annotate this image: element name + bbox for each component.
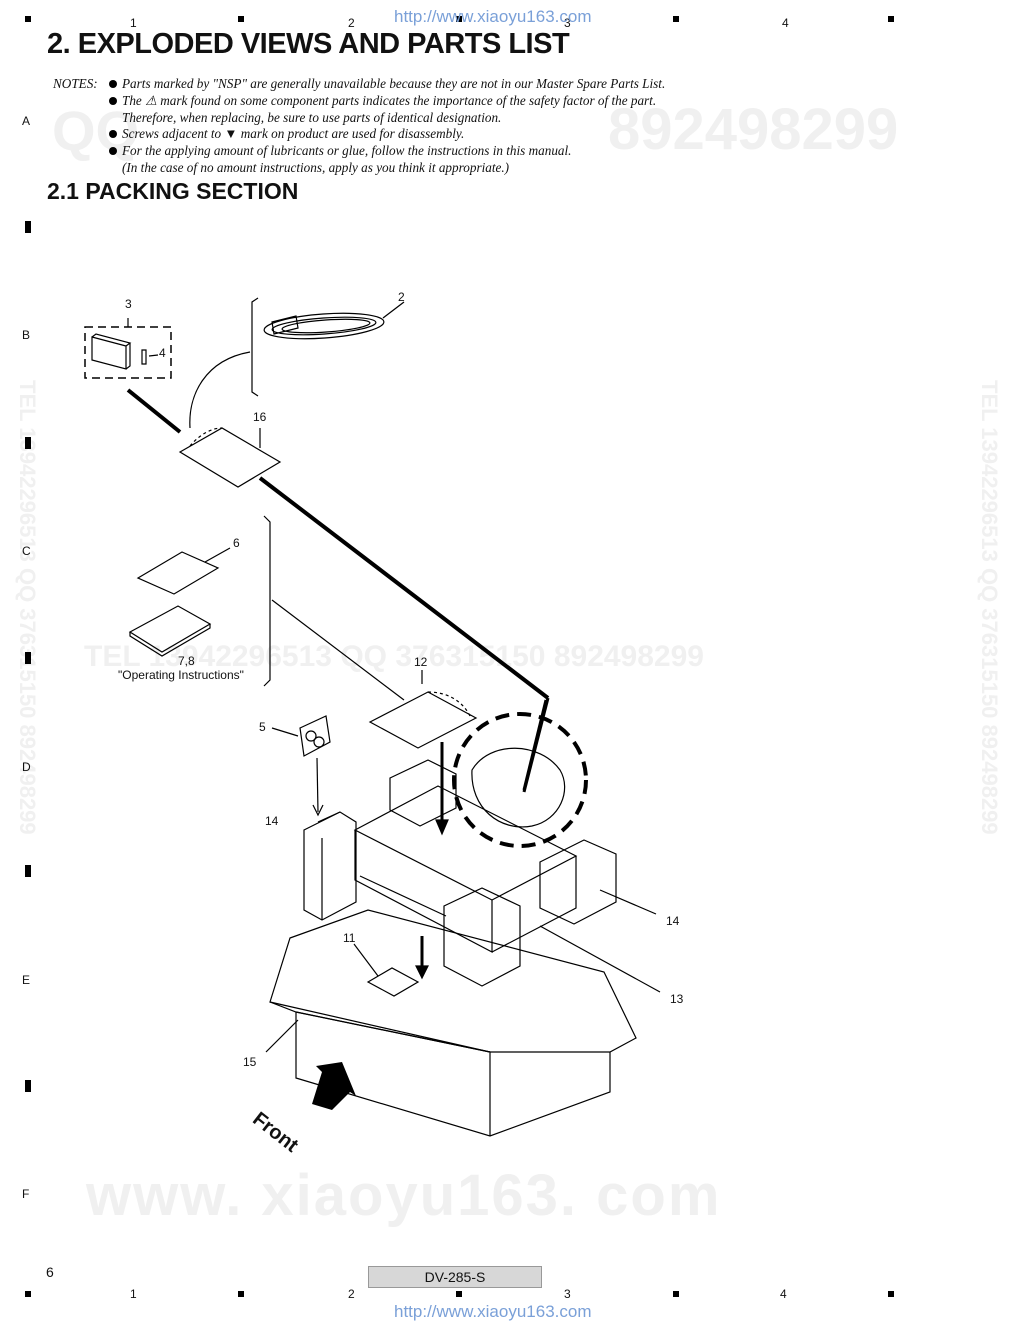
bullet-icon [109,147,117,156]
ruler-col-3: 3 [564,16,571,30]
callout-14-left: 14 [265,814,279,828]
remote-control-part [91,333,132,370]
vinyl-bag-16 [178,427,282,488]
ruler-col-2: 2 [348,16,355,30]
ruler-row-e: E [22,973,31,987]
header-url[interactable]: http://www.xiaoyu163.com [394,7,592,26]
page-title: 2. EXPLODED VIEWS AND PARTS LIST [47,28,570,60]
ruler-row-f: F [22,1187,30,1201]
page-number: 6 [46,1264,54,1280]
callout-14-right: 14 [666,914,680,928]
watermark-qq-number: 892498299 [608,97,899,162]
pad-top [389,759,457,827]
note-item: Parts marked by "NSP" are generally unav… [109,76,665,93]
ruler-row-a: A [22,114,31,128]
ruler-col-4-bottom: 4 [780,1287,787,1301]
ruler-marker [888,1291,894,1297]
ruler-row-b: B [22,328,31,342]
note-item-continued: (In the case of no amount instructions, … [122,159,510,175]
watermark-qq-left: QQ [52,99,140,162]
callout-7-8: 7,8 [178,654,195,668]
callout-15: 15 [243,1055,257,1069]
callout-11: 11 [343,931,356,945]
callout-2: 2 [398,290,405,304]
ruler-bar [25,1080,31,1092]
notes-block: NOTES: Parts marked by "NSP" are general… [53,76,665,177]
pad-front [443,887,521,987]
note-item: The ⚠ mark found on some component parts… [109,93,665,110]
leaflet-part-6 [136,551,220,595]
ruler-bar [25,652,31,664]
bullet-icon [109,80,117,88]
ruler-col-2-bottom: 2 [348,1287,355,1301]
callout-13: 13 [670,992,684,1006]
ruler-row-c: C [22,544,31,558]
ruler-col-1: 1 [130,16,137,30]
ruler-col-4: 4 [782,16,789,30]
power-cord-part [263,312,385,340]
callout-6: 6 [233,536,240,550]
pad-14-right [539,839,617,925]
callout-5: 5 [259,720,266,734]
operating-instructions-label: "Operating Instructions" [118,668,244,682]
ruler-col-3-bottom: 3 [564,1287,571,1301]
ruler-marker [238,16,244,22]
slip-11 [366,967,420,997]
ruler-marker [888,16,894,22]
watermark-vertical-right: TEL 13942296513 QQ 376315150 892498299 [977,380,1002,835]
vinyl-bag-12 [368,691,478,749]
bullet-icon [109,130,117,139]
callout-16: 16 [253,410,267,424]
watermark-bottom-url: www. xiaoyu163. com [86,1163,722,1228]
footer-url[interactable]: http://www.xiaoyu163.com [394,1302,592,1321]
ruler-bar [25,437,31,449]
ruler-bar [25,221,31,233]
manual-part-78 [128,605,212,653]
note-item-continued: Therefore, when replacing, be sure to us… [122,109,502,125]
callout-12: 12 [414,655,428,669]
ruler-marker [238,1291,244,1297]
part-5 [299,715,331,757]
detail-circle [452,712,588,848]
watermark-vertical-left: TEL 13942296513 QQ 376315150 892498299 [15,380,40,835]
callout-3: 3 [125,297,132,311]
ruler-marker [673,16,679,22]
note-item: For the applying amount of lubricants or… [109,143,665,160]
section-title: 2.1 PACKING SECTION [47,178,299,204]
ruler-col-1-bottom: 1 [130,1287,137,1301]
callout-4: 4 [159,346,166,360]
ruler-marker [25,1291,31,1297]
front-arrow-icon [312,1062,356,1110]
bullet-icon [109,96,117,105]
carton-15 [269,909,637,1053]
ruler-bar [25,865,31,877]
watermark-tel-line: TEL 13942296513 QQ 376315150 892498299 [84,640,704,673]
ruler-marker [456,16,462,22]
unit-13 [353,785,578,901]
notes-label: NOTES: [53,76,98,91]
ruler-marker [25,16,31,22]
model-number: DV-285-S [368,1266,542,1288]
ruler-marker [456,1291,462,1297]
battery-part [141,349,147,365]
note-item: Screws adjacent to ▼ mark on product are… [109,126,665,143]
ruler-row-d: D [22,760,31,774]
ruler-marker [673,1291,679,1297]
pad-14-left [303,811,357,921]
